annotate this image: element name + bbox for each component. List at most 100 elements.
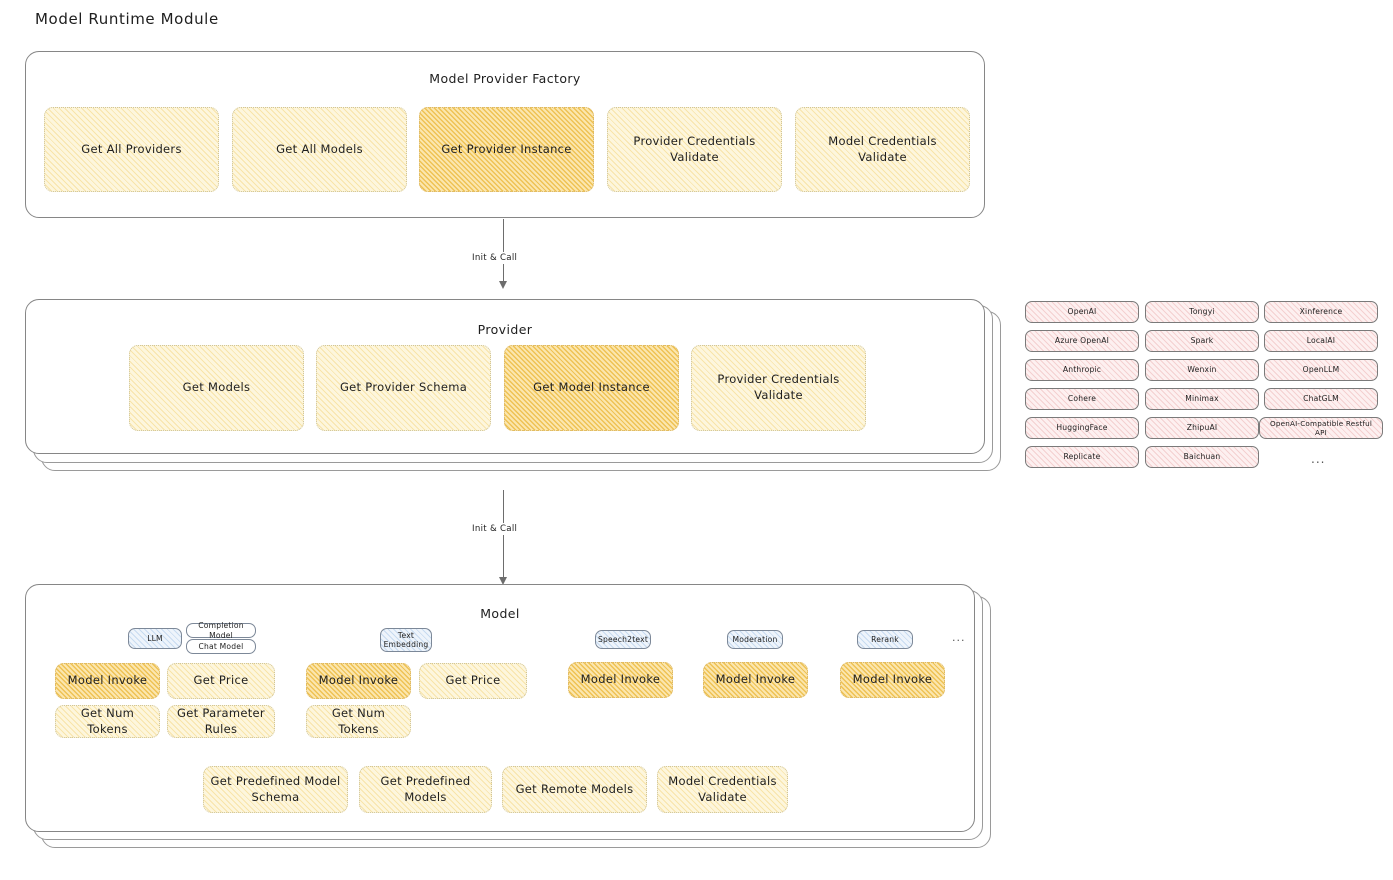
model-type-label: Speech2text: [598, 634, 648, 644]
provider-box-provider-credentials-validate[interactable]: Provider Credentials Validate: [691, 345, 866, 431]
connector-1-label: Init & Call: [468, 252, 522, 264]
provider-chip-label: OpenLLM: [1302, 365, 1340, 375]
provider-chip-label: Tongyi: [1189, 307, 1215, 317]
model-subtype-label: Completion Model: [198, 621, 244, 640]
shared-method-model-credentials-validate[interactable]: Model Credentials Validate: [657, 766, 788, 813]
provider-chip-huggingface[interactable]: HuggingFace: [1025, 417, 1139, 439]
provider-chip-azure-openai[interactable]: Azure OpenAI: [1025, 330, 1139, 352]
model-type-text-embedding[interactable]: Text Embedding: [380, 628, 432, 652]
model-panel: Model: [25, 584, 975, 832]
provider-chip-xinference[interactable]: Xinference: [1264, 301, 1378, 323]
provider-chip-openai-compatible-restful-api[interactable]: OpenAI-Compatible Restful API: [1259, 417, 1383, 439]
factory-box-get-provider-instance[interactable]: Get Provider Instance: [419, 107, 594, 192]
provider-box-label: Get Provider Schema: [339, 380, 468, 395]
model-types-more: ...: [952, 631, 966, 644]
provider-chip-label: Replicate: [1063, 452, 1101, 462]
connector-2-label: Init & Call: [468, 523, 522, 535]
provider-chip-wenxin[interactable]: Wenxin: [1145, 359, 1259, 381]
method-label: Get Num Tokens: [331, 705, 386, 736]
provider-chip-label: HuggingFace: [1056, 423, 1108, 433]
provider-chip-baichuan[interactable]: Baichuan: [1145, 446, 1259, 468]
method-label: Model Invoke: [715, 672, 796, 687]
provider-chip-label: Anthropic: [1062, 365, 1102, 375]
model-type-llm[interactable]: LLM: [128, 628, 182, 649]
llm-method-model-invoke[interactable]: Model Invoke: [55, 663, 160, 699]
factory-box-label: Get All Models: [276, 141, 363, 156]
provider-box-get-model-instance[interactable]: Get Model Instance: [504, 345, 679, 431]
model-title: Model: [480, 606, 520, 621]
provider-chip-label: ChatGLM: [1303, 394, 1339, 404]
provider-chip-label: OpenAI-Compatible Restful API: [1269, 419, 1373, 437]
provider-chip-label: Cohere: [1067, 394, 1097, 404]
shared-method-get-predefined-model-schema[interactable]: Get Predefined Model Schema: [203, 766, 348, 813]
provider-chip-label: Wenxin: [1187, 365, 1217, 375]
provider-chip-minimax[interactable]: Minimax: [1145, 388, 1259, 410]
provider-chip-replicate[interactable]: Replicate: [1025, 446, 1139, 468]
provider-box-label: Provider Credentials Validate: [717, 372, 840, 402]
provider-chip-openllm[interactable]: OpenLLM: [1264, 359, 1378, 381]
method-label: Get Remote Models: [515, 781, 634, 796]
provider-chip-openai[interactable]: OpenAI: [1025, 301, 1139, 323]
method-label: Get Predefined Models: [380, 773, 471, 804]
provider-chip-label: Baichuan: [1183, 452, 1221, 462]
provider-chip-cohere[interactable]: Cohere: [1025, 388, 1139, 410]
model-type-speech2text[interactable]: Speech2text: [595, 630, 651, 649]
model-type-label: Rerank: [871, 634, 899, 644]
rerank-method-model-invoke[interactable]: Model Invoke: [840, 662, 945, 698]
model-subtype-chat-model[interactable]: Chat Model: [186, 639, 256, 654]
provider-title: Provider: [477, 322, 533, 337]
llm-method-get-parameter-rules[interactable]: Get Parameter Rules: [167, 705, 275, 738]
shared-method-get-predefined-models[interactable]: Get Predefined Models: [359, 766, 492, 813]
method-label: Get Price: [193, 673, 249, 688]
connector-arrowhead: [498, 577, 507, 585]
provider-chip-zhipuai[interactable]: ZhipuAI: [1145, 417, 1259, 439]
factory-box-get-all-models[interactable]: Get All Models: [232, 107, 407, 192]
llm-method-get-price[interactable]: Get Price: [167, 663, 275, 699]
model-type-label: LLM: [147, 633, 163, 643]
provider-list-more: ...: [1311, 452, 1326, 466]
model-type-moderation[interactable]: Moderation: [727, 630, 783, 649]
text-embedding-method-get-num-tokens[interactable]: Get Num Tokens: [306, 705, 411, 738]
provider-chip-label: OpenAI: [1067, 307, 1097, 317]
factory-box-provider-credentials-validate[interactable]: Provider Credentials Validate: [607, 107, 782, 192]
connector-arrowhead: [498, 281, 507, 289]
provider-chip-label: Azure OpenAI: [1054, 336, 1110, 346]
provider-chip-chatglm[interactable]: ChatGLM: [1264, 388, 1378, 410]
provider-box-label: Get Models: [182, 380, 251, 395]
text-embedding-method-model-invoke[interactable]: Model Invoke: [306, 663, 411, 699]
factory-box-get-all-providers[interactable]: Get All Providers: [44, 107, 219, 192]
provider-chip-label: Spark: [1190, 336, 1214, 346]
factory-box-label: Get All Providers: [81, 141, 182, 156]
provider-chip-tongyi[interactable]: Tongyi: [1145, 301, 1259, 323]
provider-chip-localai[interactable]: LocalAI: [1264, 330, 1378, 352]
model-subtype-label: Chat Model: [198, 641, 244, 651]
shared-method-get-remote-models[interactable]: Get Remote Models: [502, 766, 647, 813]
provider-chip-label: Xinference: [1299, 307, 1343, 317]
factory-box-label: Model Credentials Validate: [828, 133, 937, 164]
moderation-method-model-invoke[interactable]: Model Invoke: [703, 662, 808, 698]
method-label: Model Invoke: [67, 673, 148, 688]
method-label: Model Invoke: [580, 672, 661, 687]
provider-chip-spark[interactable]: Spark: [1145, 330, 1259, 352]
method-label: Get Price: [445, 673, 501, 688]
text-embedding-method-get-price[interactable]: Get Price: [419, 663, 527, 699]
factory-box-label: Provider Credentials Validate: [633, 133, 756, 164]
model-type-label: Moderation: [732, 634, 778, 644]
llm-method-get-num-tokens[interactable]: Get Num Tokens: [55, 705, 160, 738]
connector-factory-to-provider: [498, 219, 507, 289]
provider-chip-label: Minimax: [1185, 394, 1219, 404]
provider-box-label: Get Model Instance: [533, 380, 650, 395]
speech2text-method-model-invoke[interactable]: Model Invoke: [568, 662, 673, 698]
provider-chip-anthropic[interactable]: Anthropic: [1025, 359, 1139, 381]
method-label: Model Credentials Validate: [668, 773, 777, 804]
model-subtype-completion-model[interactable]: Completion Model: [186, 621, 256, 640]
provider-box-get-provider-schema[interactable]: Get Provider Schema: [316, 345, 491, 431]
factory-box-model-credentials-validate[interactable]: Model Credentials Validate: [795, 107, 970, 192]
provider-box-get-models[interactable]: Get Models: [129, 345, 304, 431]
model-type-label: Text Embedding: [383, 630, 429, 649]
provider-chip-label: ZhipuAI: [1186, 423, 1218, 433]
model-type-rerank[interactable]: Rerank: [857, 630, 913, 649]
factory-title: Model Provider Factory: [429, 71, 581, 86]
method-label: Model Invoke: [318, 673, 399, 688]
method-label: Get Parameter Rules: [177, 705, 265, 736]
